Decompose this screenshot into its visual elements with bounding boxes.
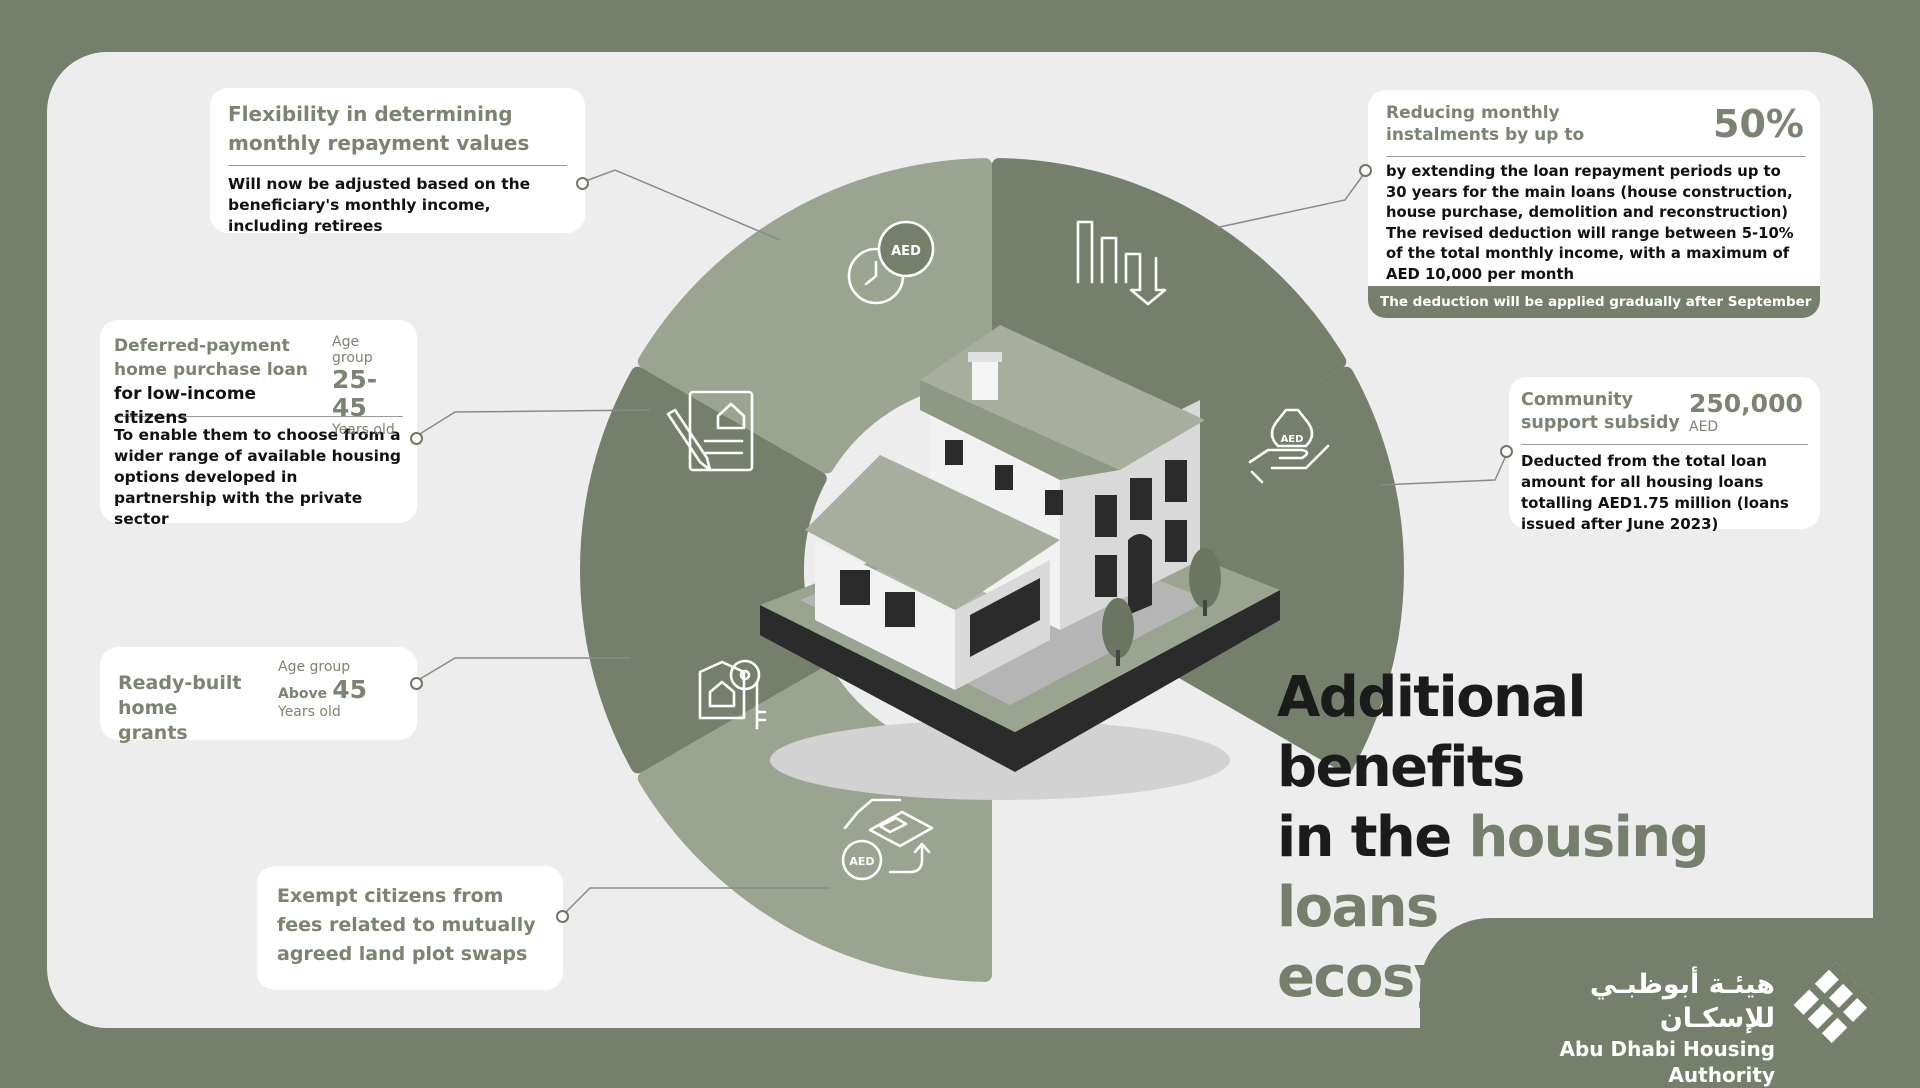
exempt-card: Exempt citizens from fees related to mut… bbox=[257, 866, 563, 990]
title-line-1: Additional benefits bbox=[1277, 665, 1587, 800]
connector-dot bbox=[410, 432, 423, 445]
community-body: Deducted from the total loan amount for … bbox=[1521, 452, 1789, 533]
age-prefix: Above bbox=[278, 686, 328, 702]
divider bbox=[228, 165, 567, 166]
title-line-2-dark: in the bbox=[1277, 805, 1452, 870]
house-key-icon bbox=[698, 659, 767, 730]
divider bbox=[1386, 156, 1806, 157]
community-heading: Community support subsidy bbox=[1521, 390, 1680, 433]
connector-community bbox=[1379, 450, 1509, 486]
aed-icon-label: AED bbox=[891, 244, 921, 259]
deferred-heading: Deferred-payment home purchase loan bbox=[114, 336, 308, 380]
clock-aed-icon: AED bbox=[847, 220, 935, 305]
plot-swap-icon: AED bbox=[841, 798, 934, 881]
svg-text:AED: AED bbox=[1281, 434, 1304, 445]
deferred-payment-card: Deferred-payment home purchase loan for … bbox=[100, 320, 417, 528]
age-label: Age group bbox=[332, 334, 373, 366]
connector-deferred bbox=[414, 409, 651, 438]
age-unit: Years old bbox=[278, 704, 341, 720]
svg-text:AED: AED bbox=[849, 855, 874, 868]
declining-chart-icon bbox=[1076, 220, 1167, 306]
reducing-body-1: by extending the loan repayment periods … bbox=[1386, 163, 1793, 221]
age-value: 25-45 bbox=[332, 365, 378, 422]
reducing-footer: The deduction will be applied gradually … bbox=[1368, 286, 1820, 318]
deferred-body: To enable them to choose from a wider ra… bbox=[114, 426, 402, 528]
connector-dot bbox=[1500, 445, 1513, 458]
reducing-body-2: The revised deduction will range between… bbox=[1386, 224, 1794, 283]
house-illustration bbox=[760, 325, 1280, 800]
community-currency: AED bbox=[1689, 419, 1719, 435]
ready-built-card: Ready-built home grants Age group Above … bbox=[100, 647, 417, 744]
connector-lines bbox=[414, 169, 1509, 916]
divider bbox=[1521, 444, 1808, 445]
connector-dot bbox=[410, 677, 423, 690]
authority-logo-icon bbox=[1793, 962, 1879, 1044]
flexibility-heading: Flexibility in determining monthly repay… bbox=[228, 102, 530, 155]
logo-arabic: هيئـة أبوظبـي للإسكـان bbox=[1589, 969, 1775, 1034]
deferred-heading-for: for bbox=[114, 384, 142, 404]
divider bbox=[114, 416, 403, 417]
connector-dot bbox=[1359, 164, 1372, 177]
deferred-heading-dark: low-income citizens bbox=[114, 384, 257, 428]
reducing-instalments-card: Reducing monthly instalments by up to 50… bbox=[1368, 90, 1820, 318]
logo-english: Abu Dhabi Housing Authority bbox=[1559, 1037, 1776, 1087]
title-line-2-olive: housing loans bbox=[1277, 805, 1710, 940]
community-amount: 250,000 bbox=[1689, 389, 1803, 418]
connector-flexibility bbox=[582, 169, 781, 241]
community-subsidy-card: Community support subsidy 250,000 AED De… bbox=[1509, 377, 1820, 533]
title-line-3: ecosystem bbox=[1277, 945, 1600, 1010]
connector-dot bbox=[576, 177, 589, 190]
page-title: Additional benefits in the housing loans… bbox=[1277, 663, 1837, 1013]
age-unit: Years old bbox=[332, 422, 395, 438]
age-value: 45 bbox=[332, 675, 367, 704]
reducing-percent: 50% bbox=[1713, 102, 1804, 146]
hand-money-bag-icon: AED bbox=[1248, 408, 1330, 484]
connector-exempt bbox=[562, 887, 830, 916]
ready-built-heading: Ready-built home grants bbox=[118, 672, 242, 744]
age-label: Age group bbox=[278, 659, 351, 675]
flexibility-card: Flexibility in determining monthly repay… bbox=[210, 88, 585, 235]
flexibility-body: Will now be adjusted based on the benefi… bbox=[228, 175, 531, 235]
connector-reducing bbox=[1214, 170, 1367, 229]
reducing-heading: Reducing monthly instalments by up to bbox=[1386, 103, 1585, 145]
contract-document-icon bbox=[666, 390, 754, 472]
connector-dot bbox=[556, 910, 569, 923]
connector-ready-built bbox=[414, 657, 630, 683]
exempt-heading: Exempt citizens from fees related to mut… bbox=[277, 885, 536, 965]
logo-text: هيئـة أبوظبـي للإسكـان Abu Dhabi Housing… bbox=[1470, 968, 1776, 1088]
